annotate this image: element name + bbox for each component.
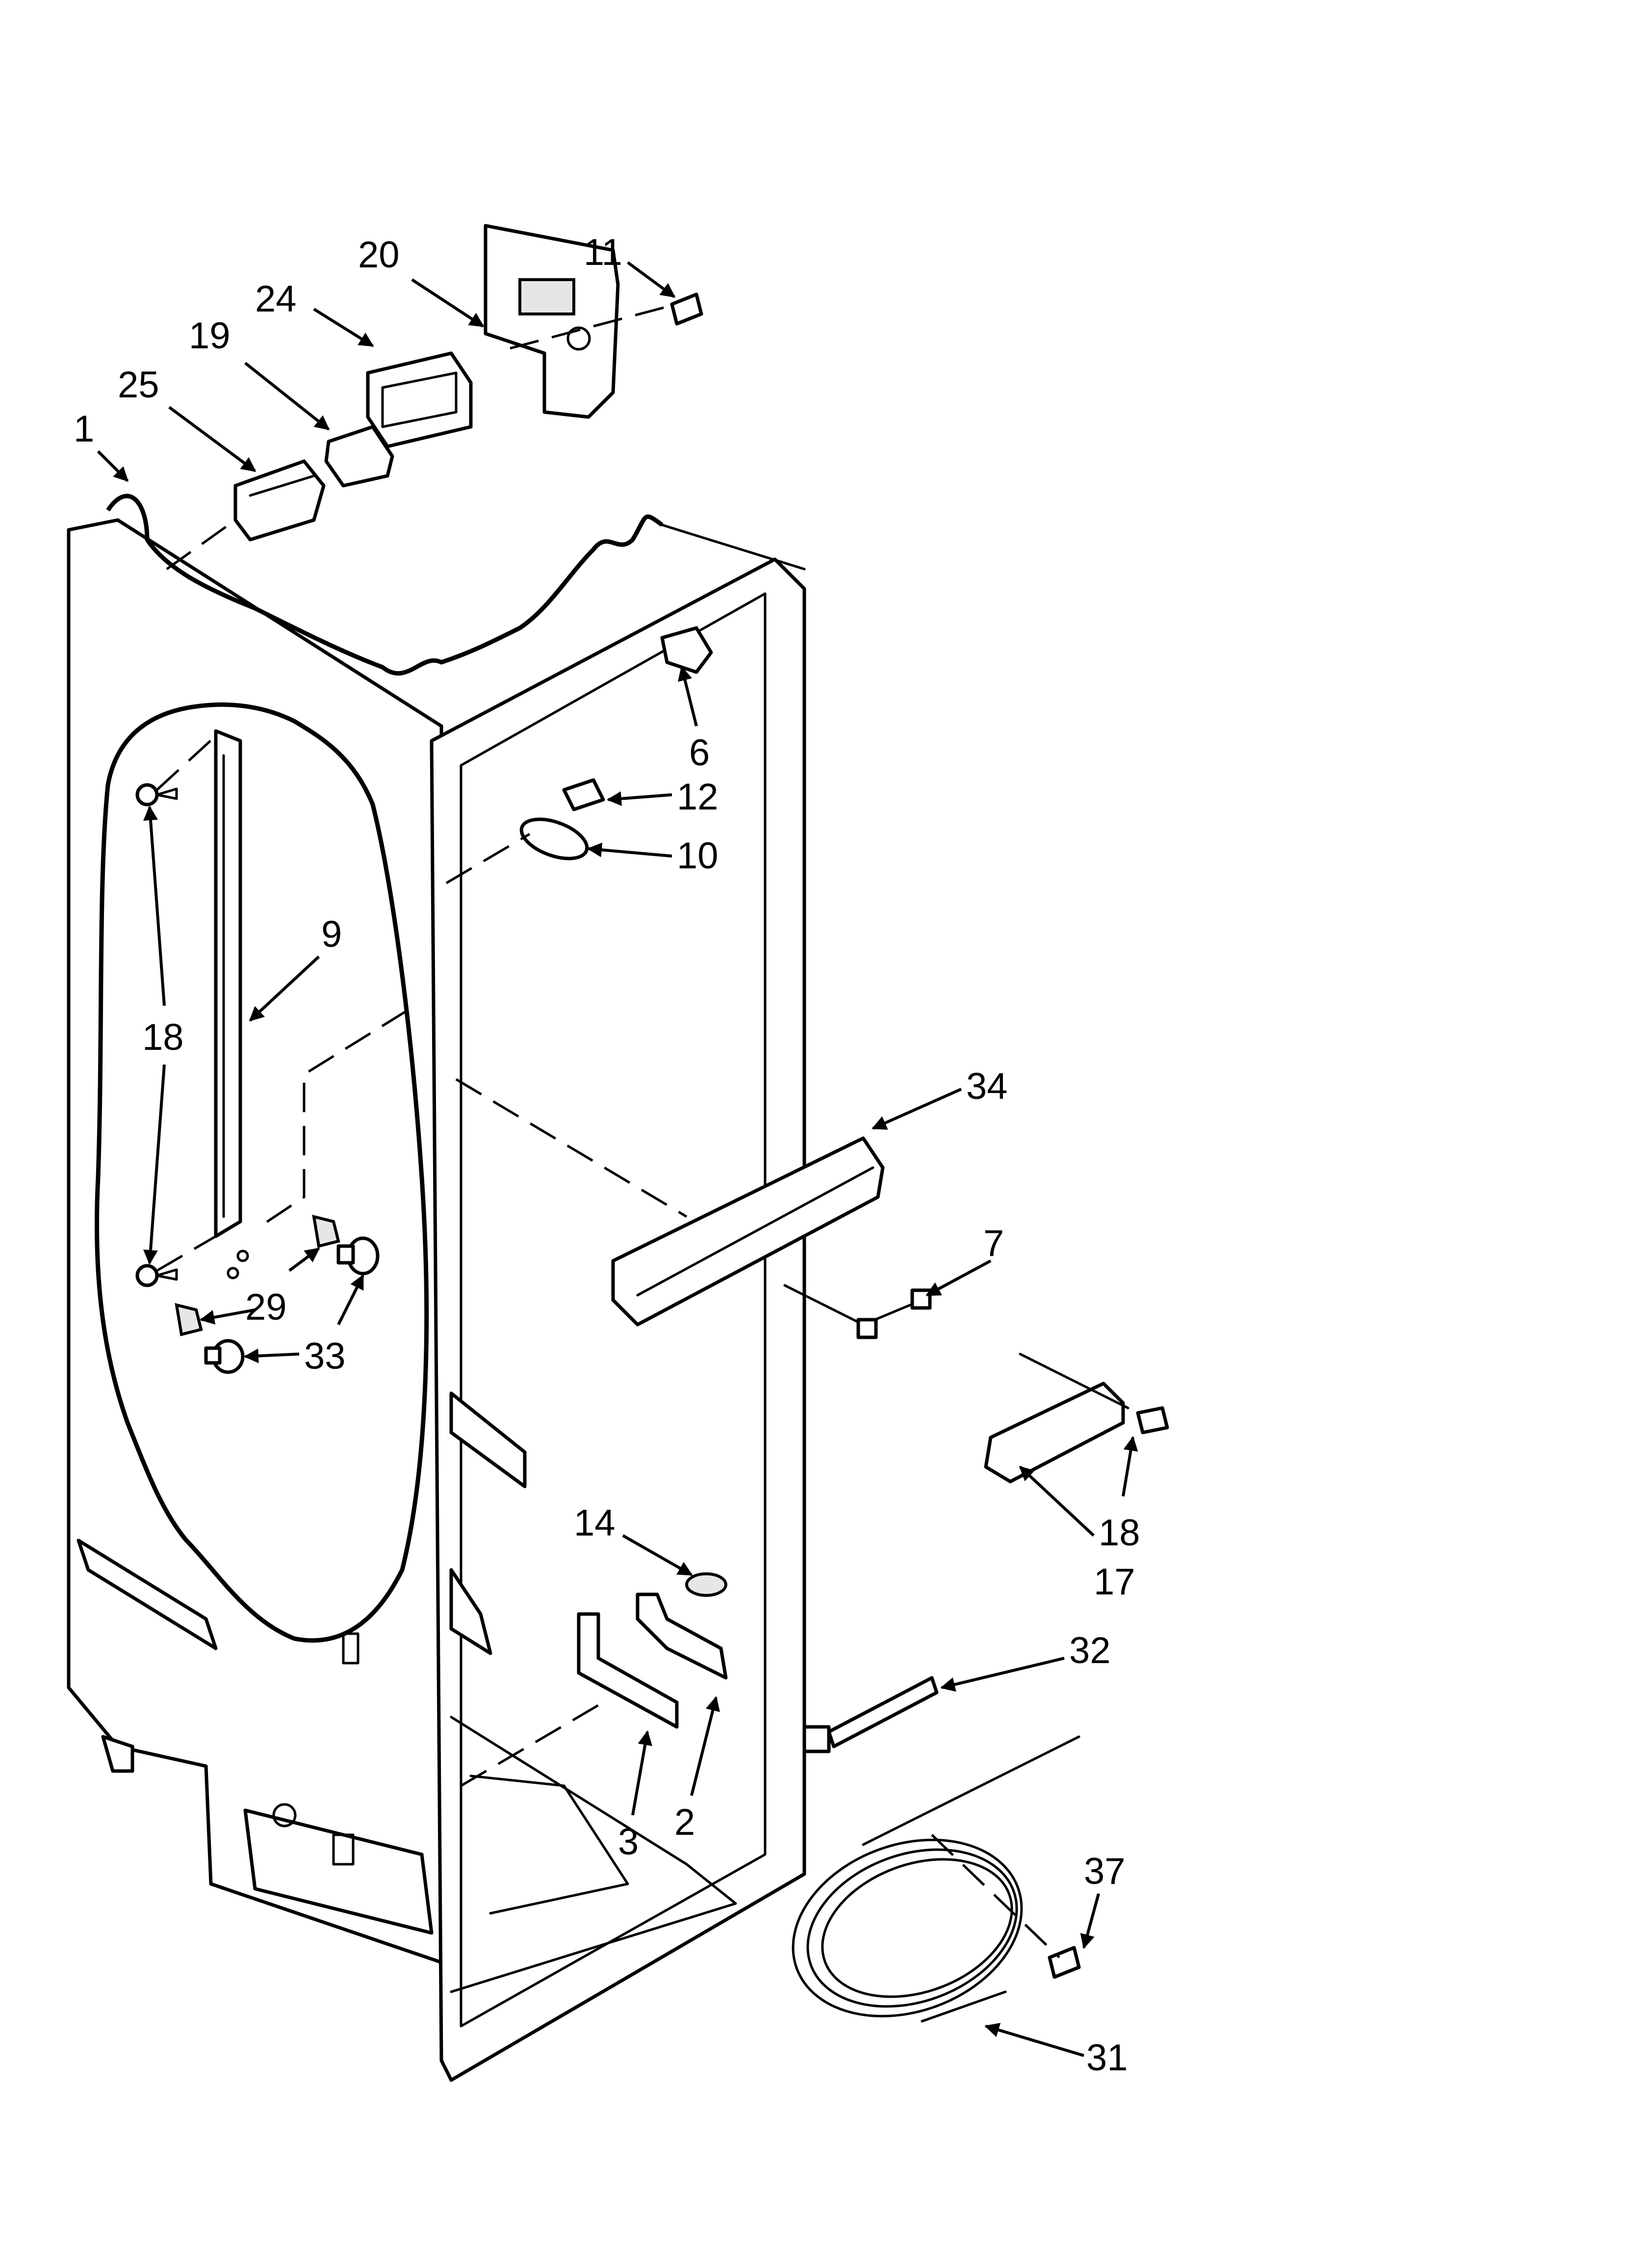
- bracket-2: [636, 1592, 728, 1680]
- wire-harness-7: [783, 1284, 932, 1339]
- callout-1: 1: [74, 408, 94, 450]
- callout-18-left: 18: [142, 1017, 184, 1058]
- callout-12: 12: [677, 776, 718, 818]
- cover-plate-10: [519, 817, 589, 860]
- callout-25: 25: [118, 364, 159, 406]
- callout-34: 34: [966, 1066, 1008, 1107]
- lamp-socket-29: [175, 1214, 340, 1336]
- callout-31: 31: [1086, 2037, 1128, 2079]
- air-duct-24: [366, 351, 473, 448]
- control-panel-17: [984, 1353, 1129, 1484]
- bracket-3: [577, 1612, 679, 1729]
- callout-10: 10: [677, 835, 718, 877]
- callout-11: 11: [584, 232, 622, 273]
- control-housing-25: [233, 459, 326, 542]
- callout-29: 29: [245, 1286, 287, 1328]
- tubing-coil-31: [792, 1735, 1080, 2023]
- screw-12: [562, 778, 605, 811]
- screw-11: [670, 292, 703, 326]
- cutaway-outline: [95, 702, 429, 1643]
- assembly-lines: [156, 303, 1060, 1958]
- callout-32: 32: [1069, 1630, 1111, 1671]
- callout-17: 17: [1094, 1561, 1135, 1603]
- callout-24: 24: [255, 278, 297, 320]
- screw-18-top: [135, 783, 178, 807]
- callout-37: 37: [1084, 1851, 1126, 1892]
- bulb-33: [204, 1236, 380, 1374]
- leader-lines: [97, 261, 1138, 2057]
- shelf-ladder-9: [214, 729, 242, 1238]
- clip-6: [660, 626, 713, 674]
- callout-2: 2: [674, 1801, 695, 1843]
- cable-tie-32: [802, 1676, 939, 1753]
- callout-9: 9: [321, 913, 342, 955]
- screw-18-right: [1136, 1406, 1169, 1434]
- callout-6: 6: [689, 732, 710, 774]
- callout-14: 14: [574, 1502, 616, 1544]
- callout-19: 19: [189, 315, 231, 357]
- callout-33: 33: [304, 1335, 346, 1377]
- grommet-14: [685, 1572, 727, 1597]
- control-cover-20: [484, 224, 620, 419]
- screw-37: [1048, 1946, 1081, 1979]
- callout-18-right: 18: [1099, 1512, 1140, 1554]
- screw-18-bottom: [135, 1264, 178, 1287]
- callout-labels: 1 25 19 24 20 11 6 12 10 9 18 34 7 29 33…: [74, 232, 1140, 2079]
- callout-3: 3: [618, 1821, 639, 1863]
- callout-20: 20: [358, 234, 400, 276]
- callout-7: 7: [983, 1223, 1004, 1264]
- light-shield-34: [611, 1136, 885, 1327]
